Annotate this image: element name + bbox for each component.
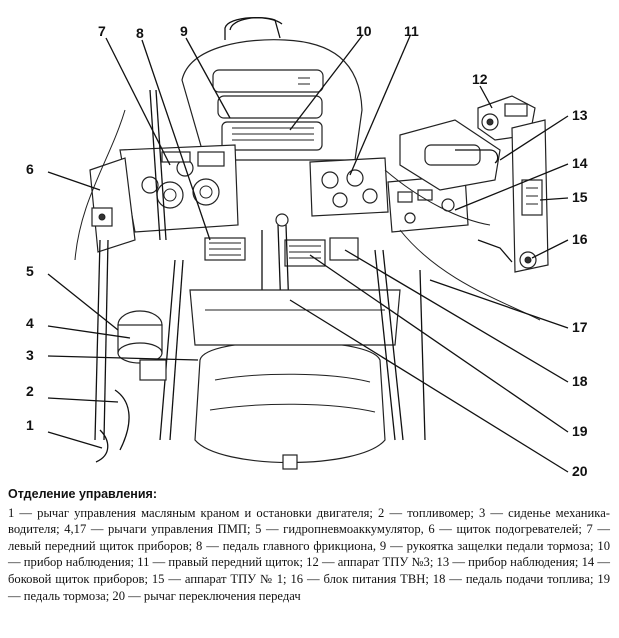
hydropneumatic-accumulator xyxy=(117,310,163,364)
caption-title: Отделение управления: xyxy=(8,487,157,501)
right-front-instrument-panel xyxy=(309,157,389,217)
side-instrument-panel xyxy=(387,174,469,233)
callout-3: 3 xyxy=(26,347,34,363)
leader-lines xyxy=(47,35,569,473)
callout-8: 8 xyxy=(136,25,144,41)
caption-legend-text: 1 — рычаг управления масляным краном и о… xyxy=(8,505,610,603)
callout-12: 12 xyxy=(472,71,488,87)
callout-5: 5 xyxy=(26,263,34,279)
left-front-instrument-panel xyxy=(119,144,239,233)
control-compartment-drawing: 1 2 3 4 5 6 7 8 9 10 11 12 13 14 15 16 1… xyxy=(26,16,588,479)
callout-15: 15 xyxy=(572,189,588,205)
driver-seat xyxy=(189,289,401,470)
heater-control-panel xyxy=(89,157,136,253)
callout-2: 2 xyxy=(26,383,34,399)
callout-4: 4 xyxy=(26,315,34,331)
callout-11: 11 xyxy=(404,23,419,39)
callout-numbers: 1 2 3 4 5 6 7 8 9 10 11 12 13 14 15 16 1… xyxy=(26,23,588,479)
callout-9: 9 xyxy=(180,23,188,39)
callout-18: 18 xyxy=(572,373,588,389)
left-levers xyxy=(94,89,184,463)
callout-1: 1 xyxy=(26,417,34,433)
right-side-wall xyxy=(477,119,549,273)
callout-19: 19 xyxy=(572,423,588,439)
callout-17: 17 xyxy=(572,319,588,335)
callout-10: 10 xyxy=(356,23,372,39)
callout-16: 16 xyxy=(572,231,588,247)
right-levers xyxy=(374,249,426,441)
callout-13: 13 xyxy=(572,107,588,123)
callout-20: 20 xyxy=(572,463,588,479)
figure-caption: Отделение управления: 1 — рычаг управлен… xyxy=(8,486,610,604)
callout-7: 7 xyxy=(98,23,106,39)
callout-6: 6 xyxy=(26,161,34,177)
observation-device-periscope xyxy=(181,16,363,161)
callout-14: 14 xyxy=(572,155,588,171)
pedals xyxy=(204,230,359,290)
observation-device-right xyxy=(399,119,501,191)
